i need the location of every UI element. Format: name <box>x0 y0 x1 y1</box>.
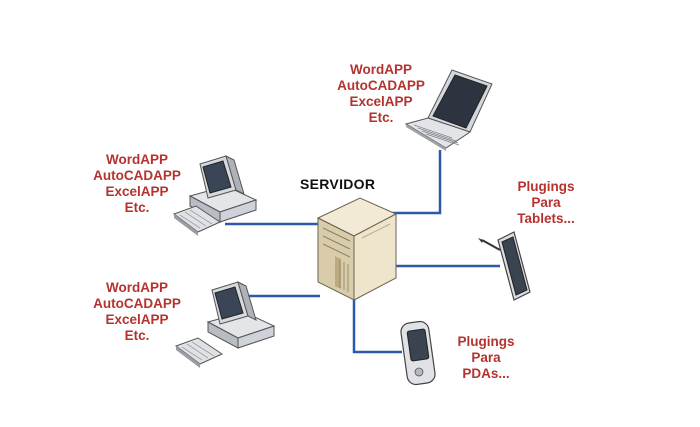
app-name: AutoCADAPP <box>93 168 181 183</box>
app-name: Etc. <box>124 328 150 343</box>
app-name: ExcelAPP <box>105 312 169 327</box>
app-name: Etc. <box>124 200 150 215</box>
link-laptop <box>370 150 442 215</box>
tablet-icon <box>478 231 531 301</box>
desktop-bottom-apps-label: WordAPP AutoCADAPP ExcelAPP Etc. <box>82 280 192 344</box>
pda-icon <box>400 320 436 386</box>
laptop-apps-label: WordAPP AutoCADAPP ExcelAPP Etc. <box>326 62 436 126</box>
app-name: ExcelAPP <box>105 184 169 199</box>
app-name: ExcelAPP <box>349 94 413 109</box>
pdas-note-label: Plugings Para PDAs... <box>436 334 536 382</box>
note-line: PDAs... <box>462 366 510 381</box>
app-name: WordAPP <box>105 152 168 167</box>
app-name: AutoCADAPP <box>337 78 425 93</box>
note-line: Plugings <box>457 334 515 349</box>
note-line: Tablets... <box>517 211 575 226</box>
tablets-note-label: Plugings Para Tablets... <box>496 179 596 227</box>
desktop-top-apps-label: WordAPP AutoCADAPP ExcelAPP Etc. <box>82 152 192 216</box>
server-icon <box>316 197 398 301</box>
note-line: Plugings <box>517 179 575 194</box>
desktop-computer-icon <box>174 281 276 368</box>
note-line: Para <box>471 350 501 365</box>
note-line: Para <box>531 195 561 210</box>
app-name: AutoCADAPP <box>93 296 181 311</box>
app-name: Etc. <box>368 110 394 125</box>
link-pda <box>352 300 402 354</box>
laptop-icon <box>404 69 493 151</box>
app-name: WordAPP <box>349 62 412 77</box>
server-label: SERVIDOR <box>300 176 376 192</box>
desktop-computer-icon <box>172 155 258 236</box>
app-name: WordAPP <box>105 280 168 295</box>
